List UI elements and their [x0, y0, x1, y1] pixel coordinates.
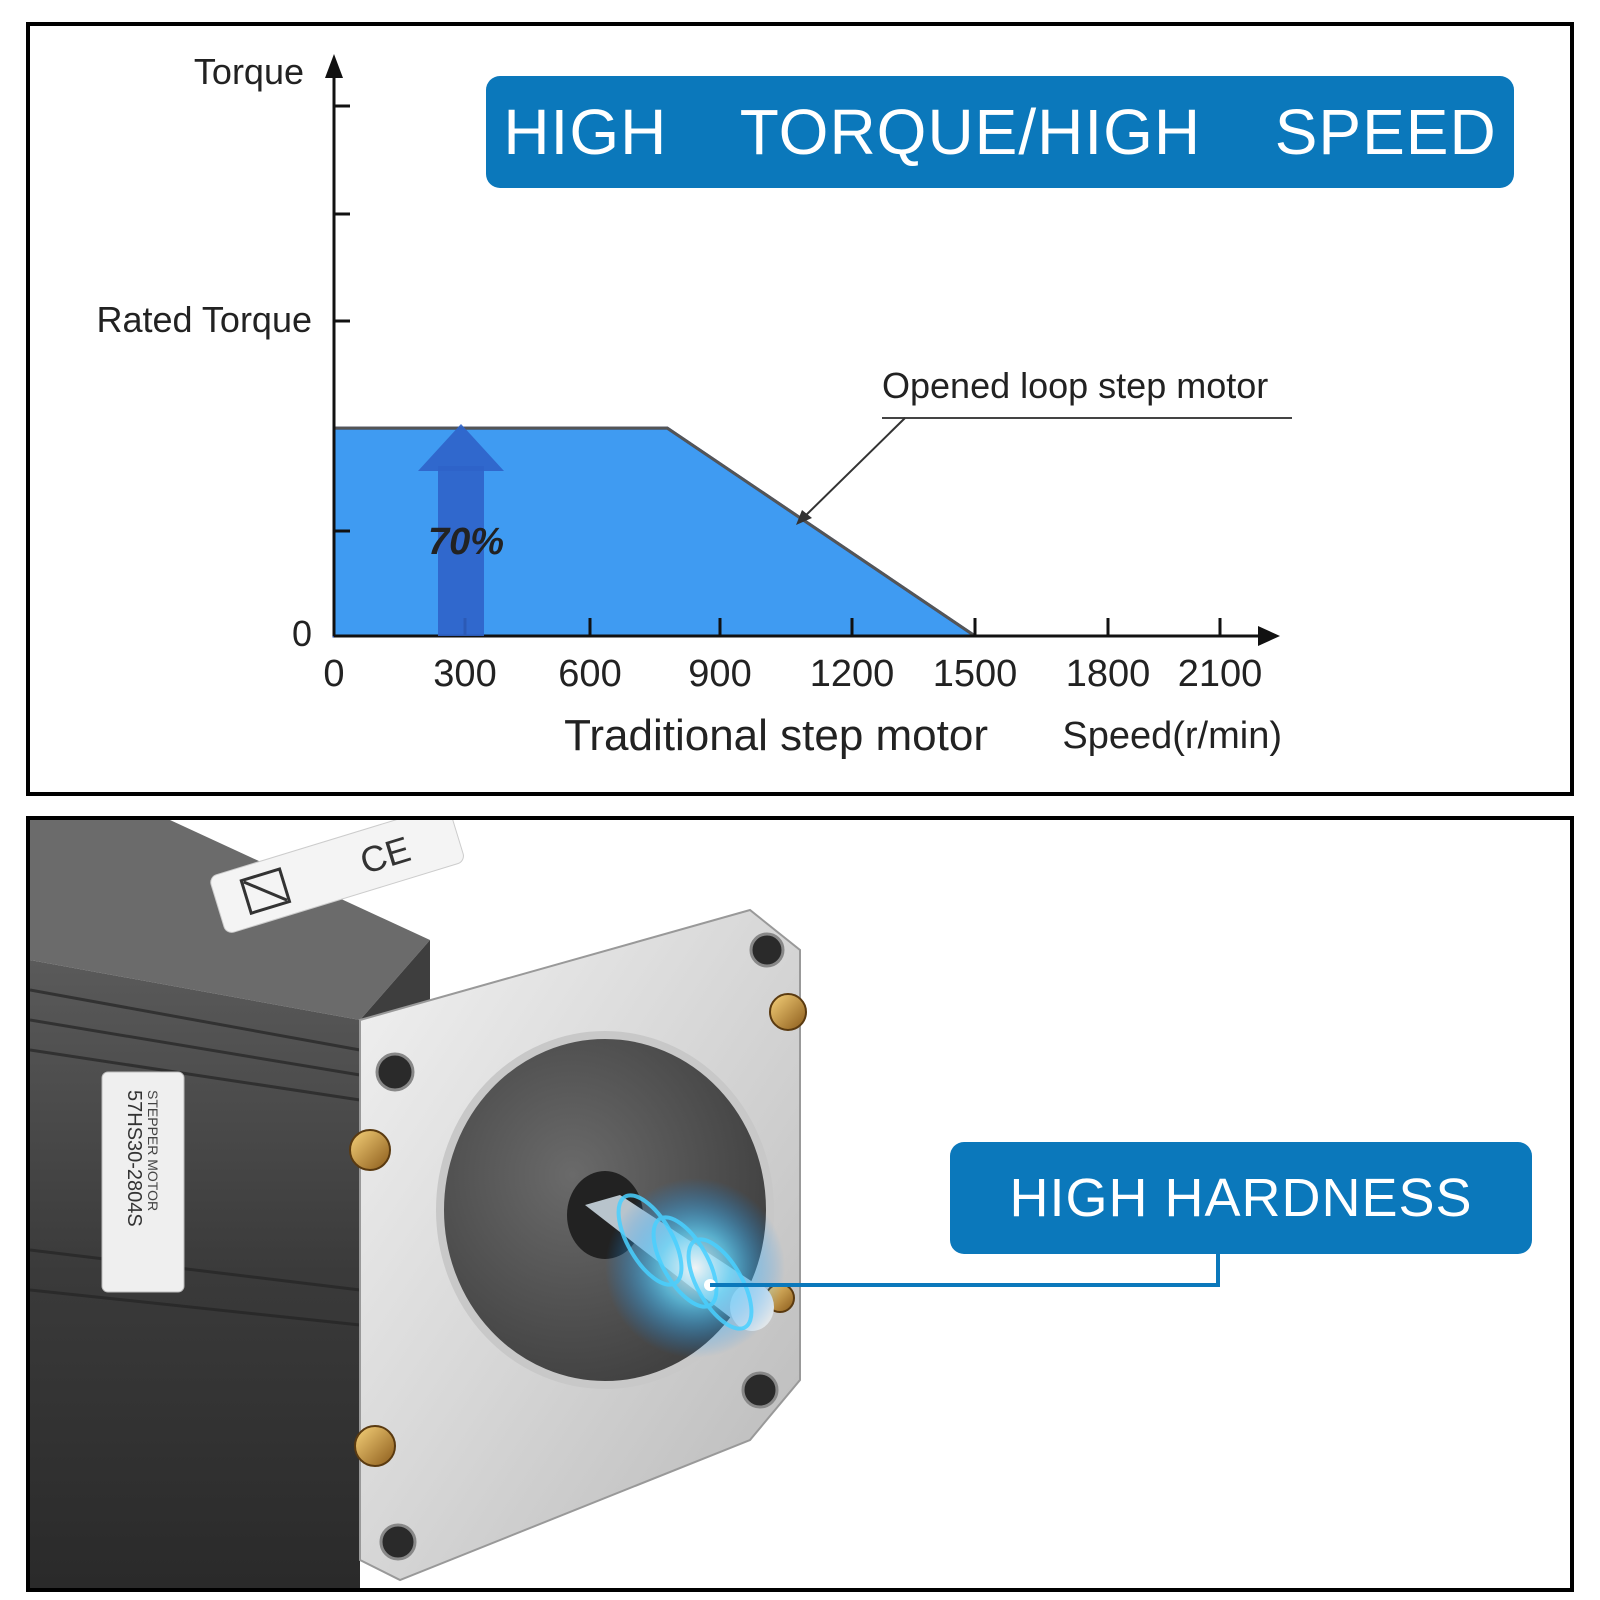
curve-leader: [799, 417, 906, 522]
increase-label: 70%: [428, 521, 504, 563]
headline-text: HIGH TORQUE/HIGH SPEED: [503, 96, 1497, 168]
x-tick-label: 2100: [1178, 653, 1263, 695]
traditional-motor-curve: [334, 426, 976, 638]
side-label-line1: STEPPER MOTOR: [145, 1090, 161, 1211]
x-tick-label: 600: [558, 653, 621, 695]
y-tick-label-rated: Rated Torque: [97, 299, 313, 340]
increase-arrow-shaft: [438, 466, 484, 636]
curve-leader-arrow: [796, 510, 812, 525]
x-axis-label: Speed(r/min): [1062, 715, 1282, 757]
screws: [349, 993, 807, 1467]
stepper-motor-illustration: CE STEPPER MOTOR 57HS30-2804S: [30, 820, 1220, 1588]
motor-body-side: [30, 960, 360, 1588]
mounting-holes: [375, 932, 785, 1561]
hardness-text: HIGH HARDNESS: [1009, 1168, 1473, 1228]
x-tick-label: 900: [688, 653, 751, 695]
x-tick-label: 1200: [810, 653, 895, 695]
curve-label: Opened loop step motor: [882, 365, 1268, 406]
x-tick-label: 300: [433, 653, 496, 695]
series-label: Traditional step motor: [564, 711, 988, 760]
increase-arrow-head: [418, 424, 504, 471]
side-label-line2: 57HS30-2804S: [123, 1090, 145, 1227]
top-label: CE: [210, 820, 464, 933]
y-tick-label: 0: [292, 613, 312, 654]
y-axis-label: Torque: [194, 51, 304, 92]
x-axis-arrow: [1258, 626, 1280, 646]
callout-connector: [710, 1252, 1220, 1287]
motor-shaft: [567, 1171, 785, 1358]
x-tick-label: 1800: [1066, 653, 1151, 695]
x-tick-label: 0: [323, 653, 344, 695]
headline-banner: HIGH TORQUE/HIGH SPEED: [486, 76, 1514, 188]
y-axis-arrow: [325, 54, 343, 78]
motor-photo-panel: CE STEPPER MOTOR 57HS30-2804S: [26, 816, 1574, 1592]
x-tick-label: 1500: [933, 653, 1018, 695]
side-label: STEPPER MOTOR 57HS30-2804S: [101, 1071, 185, 1293]
hardness-callout: HIGH HARDNESS: [950, 1142, 1532, 1254]
